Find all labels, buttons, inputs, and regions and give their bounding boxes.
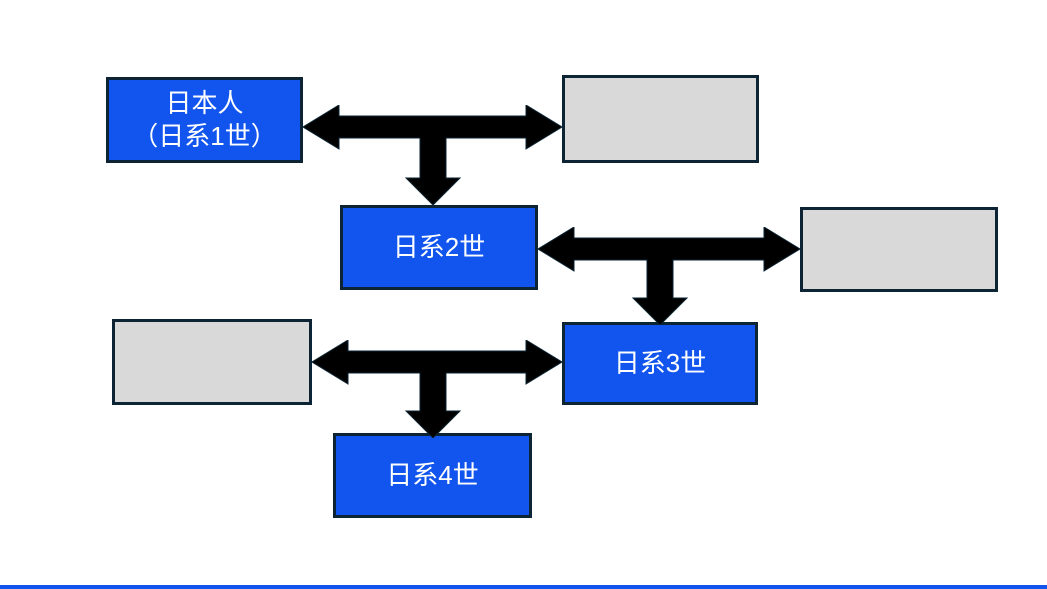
box-spouse-row1 bbox=[562, 75, 759, 163]
box-spouse-row3 bbox=[112, 319, 312, 405]
box-nikkei-gen2-label: 日系2世 bbox=[392, 232, 486, 262]
box-nikkei-gen1-label-line1: 日本人 bbox=[165, 88, 244, 118]
marriage-descent-arrow-icon-3 bbox=[312, 340, 562, 438]
box-spouse-row2 bbox=[800, 207, 998, 292]
box-nikkei-gen1-label-line2: （日系1世） bbox=[132, 121, 277, 151]
box-nikkei-gen4: 日系4世 bbox=[333, 433, 532, 518]
box-nikkei-gen2: 日系2世 bbox=[340, 205, 538, 290]
box-nikkei-gen3: 日系3世 bbox=[562, 322, 758, 405]
footer-accent-bar bbox=[0, 585, 1047, 589]
marriage-descent-arrow-icon-1 bbox=[303, 105, 562, 205]
box-nikkei-gen4-label: 日系4世 bbox=[386, 460, 479, 490]
box-nikkei-gen1: 日本人 （日系1世） bbox=[106, 77, 303, 163]
marriage-descent-arrow-icon-2 bbox=[538, 227, 800, 325]
box-nikkei-gen3-label: 日系3世 bbox=[613, 348, 707, 378]
